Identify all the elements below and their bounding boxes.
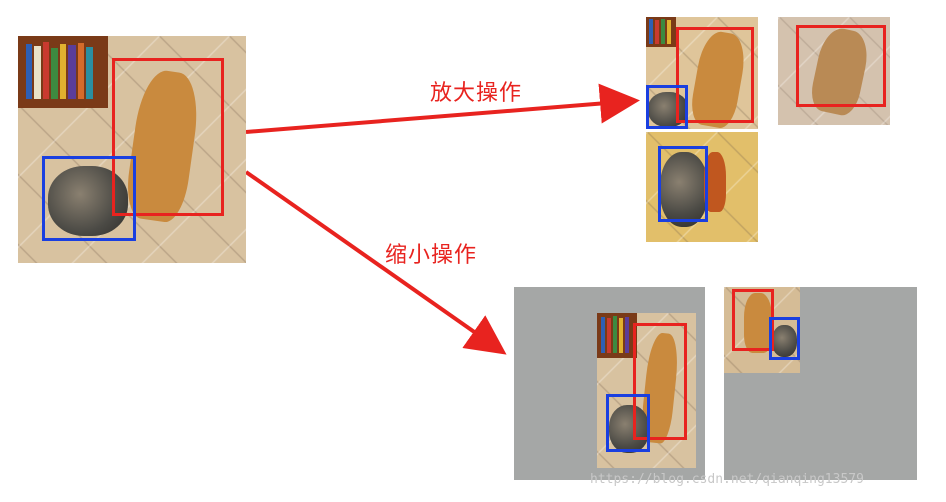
zoom-out-panel-2: [724, 287, 917, 480]
dog-bounding-box: [676, 27, 754, 123]
cat-bounding-box: [658, 146, 708, 222]
zoom-out-label: 缩小操作: [385, 243, 478, 268]
dog-bounding-box: [112, 58, 224, 216]
dog-bounding-box: [732, 289, 774, 351]
cat-bounding-box: [769, 317, 800, 360]
zoom-out-arrow: [244, 170, 507, 355]
zoom-in-panel-3: [646, 132, 758, 242]
cat-bounding-box: [42, 156, 136, 241]
cat-bounding-box: [646, 85, 688, 129]
cat-bounding-box: [606, 394, 650, 452]
zoom-in-panel-2: [778, 17, 890, 125]
zoom-in-panel-1: [646, 17, 758, 129]
watermark-text: https://blog.csdn.net/qianqing13579: [590, 472, 864, 487]
dog-bounding-box: [633, 323, 687, 440]
dog-bounding-box: [796, 25, 886, 107]
original-image: [18, 36, 246, 263]
zoom-in-label: 放大操作: [430, 81, 523, 106]
zoom-out-panel-1: [514, 287, 705, 480]
zoom-in-arrow: [245, 83, 640, 134]
